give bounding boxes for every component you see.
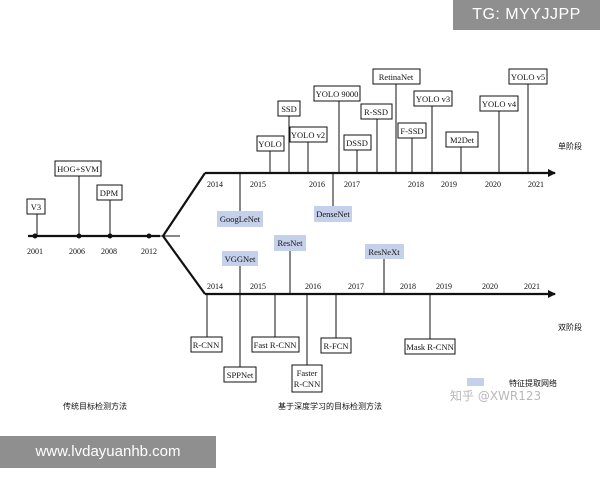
year-label: 2017: [344, 180, 360, 189]
method-label-sppnet: SPPNet: [227, 370, 254, 380]
backbone-box-googlenet: [217, 211, 263, 227]
method-label-retinanet: RetinaNet: [379, 72, 414, 82]
year-label: 2019: [441, 180, 457, 189]
method-box-hog-svm: [54, 160, 102, 177]
method-box-sppnet: [223, 366, 257, 383]
method-label-fast-r-cnn: Fast R-CNN: [254, 340, 297, 350]
method-box-yolo-9000: [313, 85, 361, 102]
method-label-ssd: SSD: [281, 104, 297, 114]
caption-deep-learning: 基于深度学习的目标检测方法: [278, 401, 382, 411]
legend-label: 特征提取网络: [509, 378, 557, 388]
site-watermark-badge: [0, 436, 216, 468]
method-box-yolo: [256, 135, 285, 152]
method-label-faster: Faster: [297, 368, 318, 378]
method-box-dpm: [96, 184, 123, 201]
method-box-m2det: [445, 131, 479, 148]
method-label-yolo-9000: YOLO 9000: [316, 89, 359, 99]
year-label: 2021: [528, 180, 544, 189]
traditional-tick-2012: [146, 233, 152, 239]
traditional-tick-2001: [32, 233, 38, 239]
stage-label-one: 单阶段: [558, 141, 582, 151]
method-box-yolo-v5: [508, 68, 548, 85]
caption-traditional: 传统目标检测方法: [63, 401, 127, 411]
method-label-r-cnn: R-CNN: [193, 340, 219, 350]
method-box-r-cnn: [190, 336, 223, 353]
method-label-m2det: M2Det: [450, 135, 475, 145]
method-label-v3: V3: [31, 202, 41, 212]
method-label-r-ssd: R-SSD: [364, 107, 388, 117]
method-box-f-ssd: [397, 122, 427, 139]
year-label: 2016: [309, 180, 325, 189]
method-box-fast-r-cnn: [251, 336, 300, 353]
backbone-box-densenet: [314, 206, 352, 222]
stage-label-two: 双阶段: [558, 322, 582, 332]
year-label: 2016: [305, 282, 321, 291]
legend-swatch: [467, 378, 484, 386]
telegram-watermark-badge: [453, 0, 600, 30]
year-label: 2020: [485, 180, 501, 189]
method-box-r-ssd: [360, 103, 393, 120]
year-label: 2020: [482, 282, 498, 291]
backbone-box-resnet: [274, 235, 306, 251]
branch-line-lower: [162, 235, 206, 295]
method-label-dssd: DSSD: [346, 138, 368, 148]
backbone-label-resnext: ResNeXt: [368, 247, 400, 257]
year-label: 2014: [207, 180, 223, 189]
method-box-yolo-v4: [479, 95, 519, 112]
method-box-retinanet: [372, 68, 421, 85]
backbone-label-googlenet: GoogLeNet: [220, 214, 261, 224]
method-box-v3: [26, 198, 46, 215]
method-box-ssd: [277, 100, 301, 117]
method-label-faster-r-cnn: R-CNN: [294, 379, 320, 389]
method-label-mask-r-cnn: Mask R-CNN: [406, 342, 453, 352]
backbone-label-vggnet: VGGNet: [225, 254, 256, 264]
method-label-yolo-v5: YOLO v5: [511, 72, 545, 82]
method-label-dpm: DPM: [100, 188, 119, 198]
method-label-r-fcn: R-FCN: [323, 341, 348, 351]
backbone-box-resnext: [365, 244, 404, 259]
year-label: 2012: [141, 247, 157, 256]
site-watermark: www.lvdayuanhb.com: [35, 443, 181, 460]
method-label-yolo-v2: YOLO v2: [291, 130, 325, 140]
method-label-hog-svm: HOG+SVM: [57, 164, 99, 174]
method-box-yolo-v3: [413, 90, 453, 107]
year-label: 2017: [348, 282, 364, 291]
method-label-yolo-v4: YOLO v4: [482, 99, 517, 109]
year-label: 2006: [69, 247, 85, 256]
method-label-yolo: YOLO: [258, 139, 282, 149]
zhihu-watermark: 知乎 @XWR123: [450, 389, 541, 403]
year-label: 2001: [27, 247, 43, 256]
method-label-f-ssd: F-SSD: [400, 126, 423, 136]
year-label: 2018: [400, 282, 416, 291]
method-box-dssd: [343, 134, 372, 151]
branch-line-upper: [162, 172, 206, 237]
year-label: 2014: [207, 282, 223, 291]
method-box-faster-r-cnn: [291, 364, 323, 393]
year-label: 2015: [250, 282, 266, 291]
year-label: 2015: [250, 180, 266, 189]
method-box-r-fcn: [320, 337, 352, 354]
year-label: 2018: [408, 180, 424, 189]
year-label: 2021: [524, 282, 540, 291]
telegram-watermark: TG: MYYJJPP: [472, 6, 581, 23]
backbone-label-densenet: DenseNet: [316, 209, 350, 219]
year-label: 2019: [436, 282, 452, 291]
method-box-mask-r-cnn: [404, 338, 456, 355]
method-box-yolo-v2: [289, 126, 328, 143]
backbone-label-resnet: ResNet: [277, 238, 303, 248]
backbone-box-vggnet: [222, 251, 258, 266]
year-label: 2008: [101, 247, 117, 256]
method-label-yolo-v3: YOLO v3: [416, 94, 450, 104]
